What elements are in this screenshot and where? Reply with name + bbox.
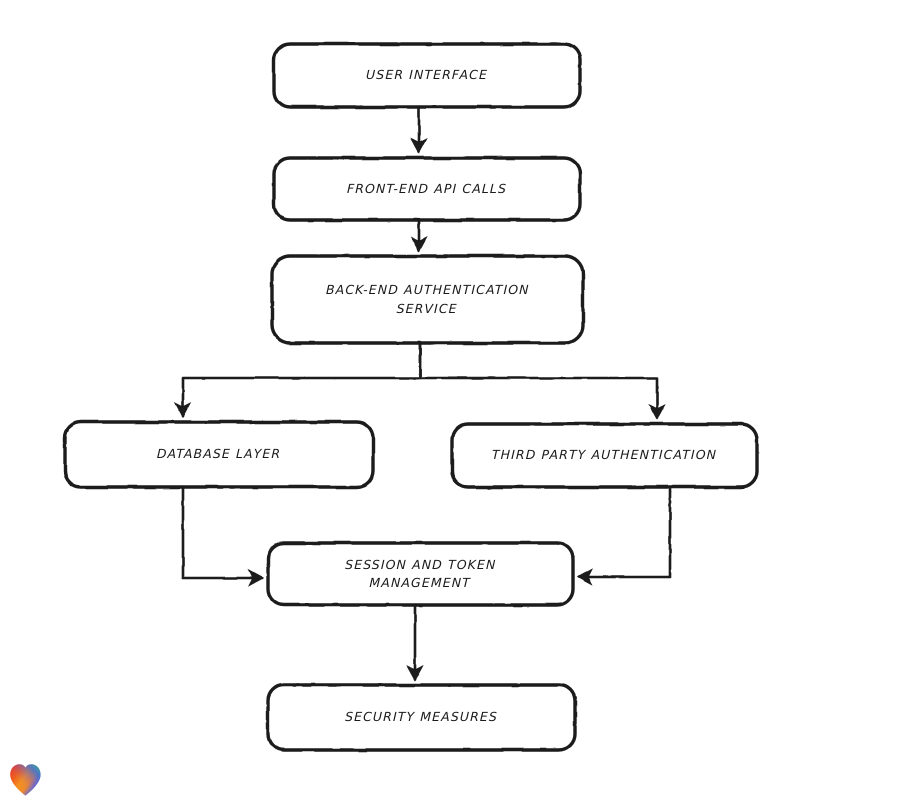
node-front-end-api-calls[interactable] (272, 156, 582, 222)
node-session-and-token-management[interactable] (266, 541, 575, 607)
node-user-interface[interactable] (272, 42, 582, 109)
node-security-measures[interactable] (266, 683, 577, 752)
edge-thirdparty-to-session (576, 485, 672, 586)
edge-backend-to-thirdparty (418, 341, 666, 421)
edge-database-to-session (181, 485, 265, 587)
edge-backend-to-database (174, 341, 422, 419)
node-third-party-authentication[interactable] (450, 422, 759, 489)
node-database-layer[interactable] (63, 420, 375, 489)
node-back-end-authentication-service[interactable] (270, 254, 585, 345)
heart-icon (10, 764, 41, 796)
